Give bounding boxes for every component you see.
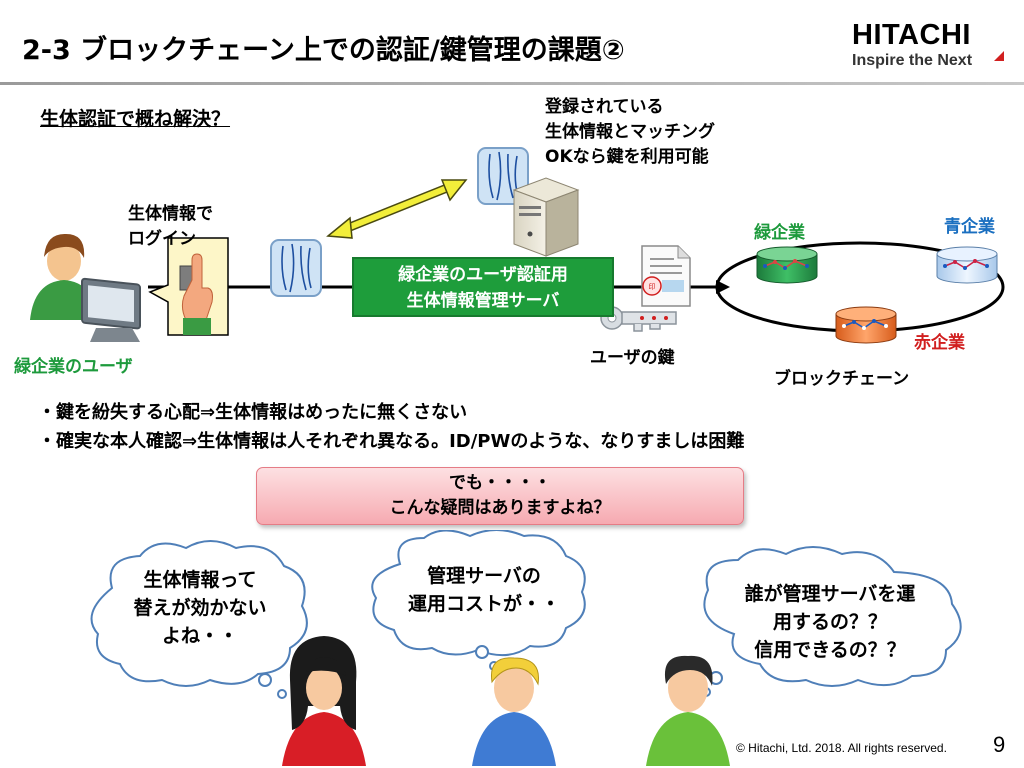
match-note-line: OKなら鍵を利用可能 [545, 147, 709, 167]
red-ledger-icon [835, 306, 897, 344]
green-company-label: 緑企業 [754, 223, 805, 243]
blockchain-label: ブロックチェーン [774, 369, 910, 389]
match-note: 登録されている 生体情報とマッチング OKなら鍵を利用可能 [545, 95, 715, 170]
fingerprint-login-icon [148, 237, 229, 336]
thought-cloud [371, 530, 586, 657]
logo-accent-icon [994, 51, 1004, 61]
server-label-line: 緑企業のユーザ認証用 [398, 265, 568, 285]
bullet-item: ・鍵を紛失する心配⇒生体情報はめったに無くさない [38, 402, 468, 423]
bubble-line: 用するの？？ [772, 611, 887, 633]
bubble-line: 管理サーバの [427, 565, 541, 587]
server-icon [512, 177, 580, 257]
user-label: 緑企業のユーザ [14, 357, 133, 377]
bubble-1-text: 生体情報って 替えが効かない よね・・ [112, 566, 288, 650]
server-label-line: 生体情報管理サーバ [406, 291, 560, 311]
woman-person-icon [282, 636, 366, 766]
red-company-label: 赤企業 [914, 333, 965, 353]
bubble-line: 替えが効かない [133, 597, 267, 619]
bubble-line: 誰が管理サーバを運 [744, 583, 916, 605]
title-divider [0, 82, 1024, 85]
auth-server-box: 緑企業のユーザ認証用 生体情報管理サーバ [352, 257, 614, 317]
man-person-icon [646, 655, 730, 766]
blond-person-icon [472, 657, 556, 766]
logo-wordmark: HITACHI [852, 19, 971, 51]
callout-line: こんな疑問はありますよね？ [389, 498, 611, 518]
copyright-notice: © Hitachi, Ltd. 2018. All rights reserve… [736, 741, 947, 755]
question-callout: でも・・・・ こんな疑問はありますよね？ [256, 467, 744, 525]
bubble-3-text: 誰が管理サーバを運 用するの？？ 信用できるの？？ [716, 580, 944, 664]
bullet-list: ・鍵を紛失する心配⇒生体情報はめったに無くさない ・確実な本人確認⇒生体情報は人… [38, 398, 744, 456]
certificate-icon: 印 [641, 245, 691, 307]
bubble-line: 生体情報って [143, 569, 257, 591]
logo-tagline: Inspire the Next [852, 52, 973, 69]
section-subtitle: 生体認証で概ね解決？ [40, 108, 231, 130]
thought-cloud [703, 546, 962, 687]
login-note: 生体情報で ログイン [128, 202, 213, 252]
match-note-line: 登録されている [545, 97, 664, 117]
double-arrow-icon [326, 179, 468, 239]
svg-text:印: 印 [649, 283, 656, 291]
callout-line: でも・・・・ [449, 473, 551, 493]
green-ledger-icon [756, 246, 818, 284]
bubble-2-text: 管理サーバの 運用コストが・・ [396, 562, 572, 618]
match-note-line: 生体情報とマッチング [545, 122, 715, 142]
bubble-line: 信用できるの？？ [754, 639, 906, 661]
blue-company-label: 青企業 [944, 217, 995, 237]
thought-cloud [90, 540, 308, 687]
hitachi-logo: HITACHI Inspire the Next [852, 20, 1012, 70]
user-at-pc-icon [30, 233, 141, 342]
flow-arrowhead [716, 280, 730, 294]
login-note-line: 生体情報で [128, 204, 213, 224]
blue-ledger-icon [936, 246, 998, 284]
bubble-line: よね・・ [161, 625, 238, 647]
bullet-item: ・確実な本人確認⇒生体情報は人それぞれ異なる。ID/PWのような、なりすましは困… [38, 431, 745, 452]
flow-diagram: 印 [30, 147, 1005, 344]
slide-title: 2-3 ブロックチェーン上での認証/鍵管理の課題② [22, 35, 625, 66]
thought-bubbles [90, 530, 962, 766]
page-number: 9 [993, 732, 1006, 757]
vein-pattern-card-icon [270, 239, 322, 297]
bubble-line: 運用コストが・・ [407, 593, 560, 615]
login-note-line: ログイン [128, 229, 196, 249]
key-label: ユーザの鍵 [590, 348, 675, 368]
